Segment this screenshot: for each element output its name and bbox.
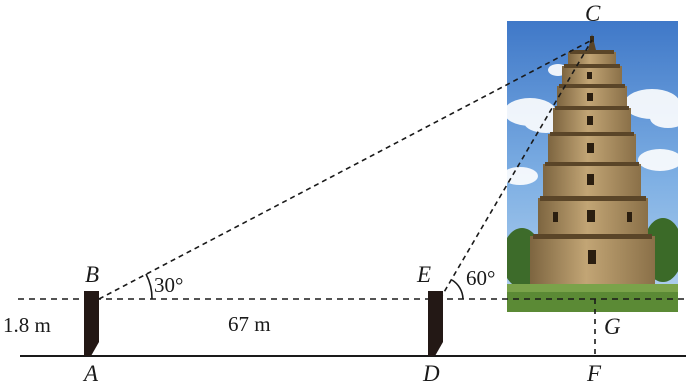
angle-arc-b	[145, 273, 153, 300]
pagoda-photo	[507, 21, 678, 312]
point-label-a: A	[82, 361, 99, 386]
distance-label: 67 m	[228, 312, 271, 336]
sight-line-bc	[98, 39, 593, 300]
angle-arc-e	[451, 279, 464, 300]
point-label-b: B	[85, 262, 99, 287]
point-label-g: G	[604, 314, 621, 339]
point-label-e: E	[416, 262, 431, 287]
angle-label-b: 30°	[154, 273, 183, 297]
point-label-d: D	[422, 361, 440, 386]
point-label-f: F	[586, 361, 602, 386]
pagoda-tower	[530, 34, 655, 286]
height-label: 1.8 m	[3, 313, 51, 337]
point-label-c: C	[585, 1, 601, 26]
instrument-post-de	[428, 291, 443, 356]
instrument-post-ab	[84, 291, 99, 356]
angle-label-e: 60°	[466, 266, 495, 290]
